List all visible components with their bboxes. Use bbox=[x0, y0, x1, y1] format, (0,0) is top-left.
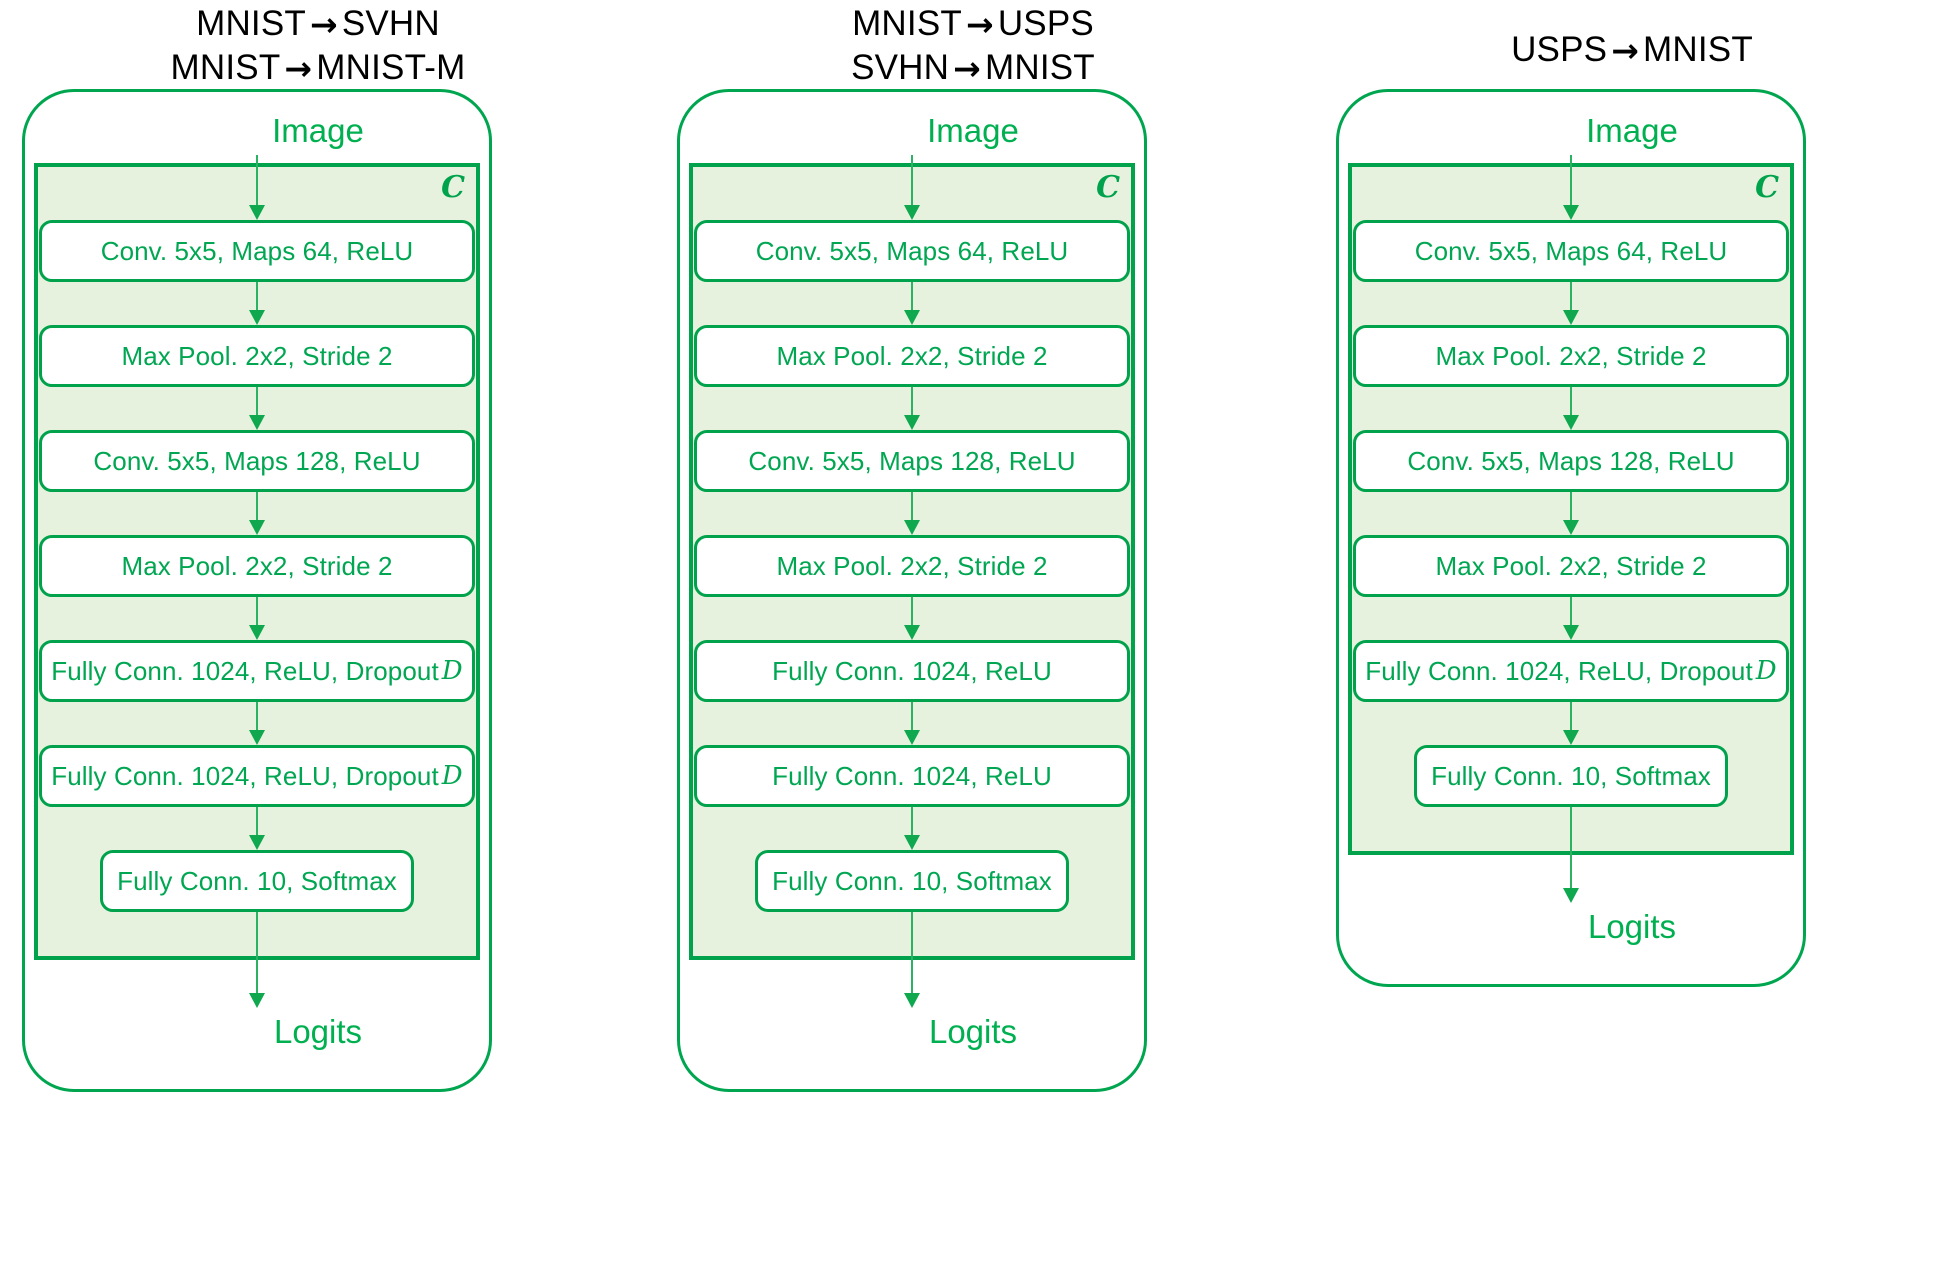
layer-box[interactable]: Max Pool. 2x2, Stride 2 bbox=[1353, 325, 1789, 387]
title-line: SVHN→MNIST bbox=[663, 46, 1283, 90]
layer-label: Fully Conn. 1024, ReLU, Dropout bbox=[51, 655, 439, 686]
layer-label: Max Pool. 2x2, Stride 2 bbox=[121, 550, 393, 581]
layer-label: Conv. 5x5, Maps 128, ReLU bbox=[748, 445, 1076, 476]
right-arrow-icon: → bbox=[965, 5, 994, 44]
input-label: Image bbox=[927, 112, 1019, 149]
output-label: Logits bbox=[928, 1013, 1018, 1050]
title-target: USPS bbox=[997, 4, 1094, 43]
layer-label: Conv. 5x5, Maps 64, ReLU bbox=[100, 235, 414, 266]
right-arrow-icon: → bbox=[953, 49, 981, 88]
layer-box[interactable]: Fully Conn. 1024, ReLU bbox=[694, 640, 1130, 702]
layer-label: Fully Conn. 1024, ReLU, Dropout bbox=[51, 760, 439, 791]
layer-label: Fully Conn. 1024, ReLU bbox=[772, 760, 1052, 791]
right-arrow-icon: → bbox=[1611, 31, 1640, 70]
layer-label: Max Pool. 2x2, Stride 2 bbox=[776, 340, 1048, 371]
layer-box[interactable]: Conv. 5x5, Maps 64, ReLU bbox=[694, 220, 1130, 282]
classifier-group-label: C bbox=[441, 170, 465, 205]
layer-box[interactable]: Max Pool. 2x2, Stride 2 bbox=[39, 535, 475, 597]
title-target: SVHN bbox=[341, 4, 440, 43]
title-source: MNIST bbox=[170, 48, 281, 87]
title-line: MNIST→USPS bbox=[663, 2, 1283, 46]
right-arrow-icon: → bbox=[284, 49, 313, 88]
layer-box[interactable]: Conv. 5x5, Maps 128, ReLU bbox=[39, 430, 475, 492]
dropout-symbol: D bbox=[441, 761, 463, 791]
title-target: MNIST bbox=[985, 48, 1095, 87]
layer-label: Fully Conn. 1024, ReLU, Dropout bbox=[1365, 655, 1753, 686]
layer-box[interactable]: Fully Conn. 10, Softmax bbox=[100, 850, 414, 912]
layer-label: Conv. 5x5, Maps 64, ReLU bbox=[1414, 235, 1728, 266]
dropout-symbol: D bbox=[1755, 656, 1777, 686]
column-title-2: USPS→MNIST bbox=[1322, 28, 1940, 72]
title-target: MNIST-M bbox=[316, 48, 466, 87]
layer-box[interactable]: Conv. 5x5, Maps 64, ReLU bbox=[1353, 220, 1789, 282]
layer-box[interactable]: Conv. 5x5, Maps 64, ReLU bbox=[39, 220, 475, 282]
classifier-group-label: C bbox=[1755, 170, 1779, 205]
title-line: MNIST→SVHN bbox=[8, 2, 628, 46]
layer-label: Fully Conn. 10, Softmax bbox=[772, 865, 1052, 896]
layer-box[interactable]: Fully Conn. 1024, ReLU bbox=[694, 745, 1130, 807]
layer-label: Fully Conn. 10, Softmax bbox=[117, 865, 397, 896]
right-arrow-icon: → bbox=[309, 5, 338, 44]
title-source: SVHN bbox=[851, 48, 950, 87]
layer-label: Conv. 5x5, Maps 128, ReLU bbox=[93, 445, 421, 476]
layer-box[interactable]: Max Pool. 2x2, Stride 2 bbox=[39, 325, 475, 387]
layer-box[interactable]: Fully Conn. 10, Softmax bbox=[1414, 745, 1728, 807]
title-source: MNIST bbox=[196, 4, 306, 43]
layer-label: Conv. 5x5, Maps 128, ReLU bbox=[1407, 445, 1735, 476]
title-target: MNIST bbox=[1643, 30, 1753, 69]
layer-box[interactable]: Fully Conn. 10, Softmax bbox=[755, 850, 1069, 912]
layer-box[interactable]: Conv. 5x5, Maps 128, ReLU bbox=[694, 430, 1130, 492]
title-source: USPS bbox=[1511, 30, 1608, 69]
layer-label: Fully Conn. 1024, ReLU bbox=[772, 655, 1052, 686]
layer-label: Fully Conn. 10, Softmax bbox=[1431, 760, 1711, 791]
layer-box[interactable]: Max Pool. 2x2, Stride 2 bbox=[1353, 535, 1789, 597]
output-label: Logits bbox=[273, 1013, 363, 1050]
output-label: Logits bbox=[1587, 908, 1677, 945]
layer-box[interactable]: Max Pool. 2x2, Stride 2 bbox=[694, 535, 1130, 597]
title-line: USPS→MNIST bbox=[1322, 28, 1940, 72]
layer-label: Conv. 5x5, Maps 64, ReLU bbox=[755, 235, 1069, 266]
layer-label: Max Pool. 2x2, Stride 2 bbox=[776, 550, 1048, 581]
classifier-group-label: C bbox=[1096, 170, 1120, 205]
layer-label: Max Pool. 2x2, Stride 2 bbox=[1435, 340, 1707, 371]
layer-box[interactable]: Max Pool. 2x2, Stride 2 bbox=[694, 325, 1130, 387]
title-source: MNIST bbox=[852, 4, 962, 43]
input-label: Image bbox=[1586, 112, 1678, 149]
title-line: MNIST→MNIST-M bbox=[8, 46, 628, 90]
dropout-symbol: D bbox=[441, 656, 463, 686]
layer-label: Max Pool. 2x2, Stride 2 bbox=[1435, 550, 1707, 581]
input-label: Image bbox=[272, 112, 364, 149]
layer-box[interactable]: Conv. 5x5, Maps 128, ReLU bbox=[1353, 430, 1789, 492]
layer-label: Max Pool. 2x2, Stride 2 bbox=[121, 340, 393, 371]
